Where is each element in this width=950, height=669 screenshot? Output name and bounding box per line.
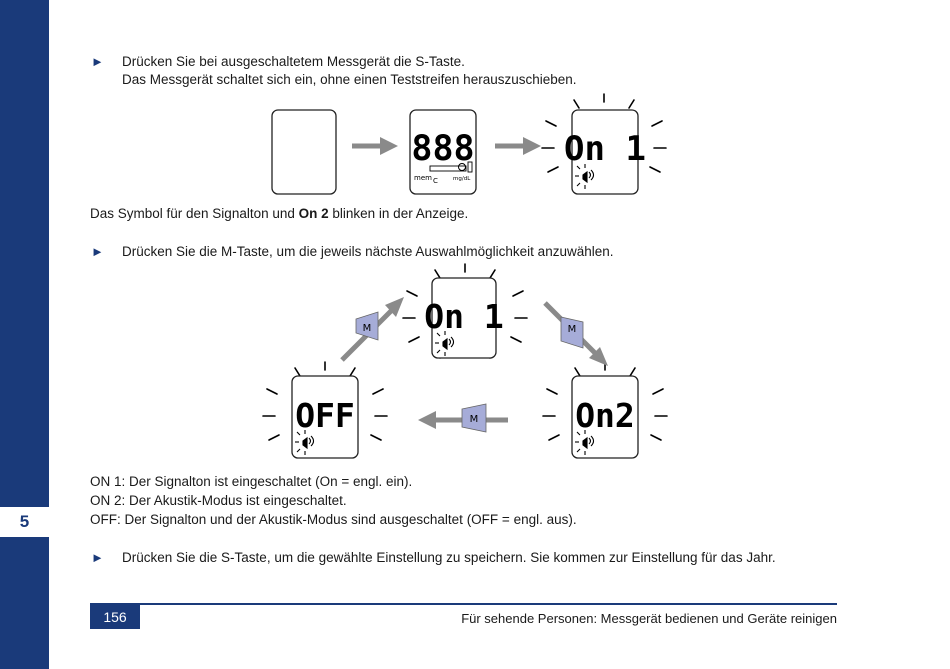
page-number: 156 bbox=[90, 605, 140, 629]
blinking-on1-display: On 1 bbox=[541, 93, 667, 195]
bullet-arrow-icon: ► bbox=[91, 244, 104, 259]
display-on1-text: On 1 bbox=[564, 129, 646, 169]
gray-arrow-icon bbox=[352, 137, 398, 155]
legend-on1: ON 1: Der Signalton ist eingeschaltet (O… bbox=[90, 474, 413, 489]
cycle-off-display: OFF bbox=[262, 361, 388, 459]
svg-text:M: M bbox=[568, 324, 577, 335]
legend-off: OFF: Der Signalton und der Akustik-Modus… bbox=[90, 512, 577, 527]
m-key-icon: M bbox=[355, 311, 379, 341]
step2-text: Drücken Sie die M-Taste, um die jeweils … bbox=[122, 244, 614, 259]
cycle-on2-display: On2 bbox=[542, 361, 668, 459]
svg-text:M: M bbox=[470, 414, 479, 425]
step3-text: Drücken Sie die S-Taste, um die gewählte… bbox=[122, 550, 776, 565]
footer-rule bbox=[90, 603, 837, 605]
chapter-number: 5 bbox=[0, 507, 49, 537]
mem-label: mem bbox=[414, 174, 432, 182]
footer-title: Für sehende Personen: Messgerät bedienen… bbox=[461, 611, 837, 626]
cycle-off-text: OFF bbox=[295, 396, 355, 435]
unit-label: mg/dL bbox=[453, 176, 471, 182]
step1-line1: Drücken Sie bei ausgeschaltetem Messgerä… bbox=[122, 54, 465, 69]
svg-text:M: M bbox=[363, 323, 372, 334]
blank-display bbox=[271, 109, 337, 195]
bullet-arrow-icon: ► bbox=[91, 550, 104, 565]
clock-icon bbox=[458, 163, 466, 171]
display-test-digits: 888 bbox=[411, 129, 474, 169]
m-key-icon: M bbox=[560, 316, 584, 349]
chapter-sidebar bbox=[0, 0, 49, 669]
step1-line2: Das Messgerät schaltet sich ein, ohne ei… bbox=[122, 72, 577, 87]
cycle-on2-text: On2 bbox=[575, 396, 635, 435]
cycle-on1-display: On 1 bbox=[402, 263, 528, 359]
m-key-icon: M bbox=[461, 403, 487, 433]
cycle-on1-text: On 1 bbox=[424, 297, 503, 336]
battery-icon bbox=[467, 161, 473, 173]
legend-on2: ON 2: Der Akustik-Modus ist eingeschalte… bbox=[90, 493, 347, 508]
test-display: 888 mem C mg/dL bbox=[409, 109, 477, 195]
c-label: C bbox=[433, 177, 438, 185]
gray-arrow-icon bbox=[495, 137, 541, 155]
symbol-note: Das Symbol für den Signalton und On 2 bl… bbox=[90, 206, 469, 221]
bullet-arrow-icon: ► bbox=[91, 54, 104, 69]
